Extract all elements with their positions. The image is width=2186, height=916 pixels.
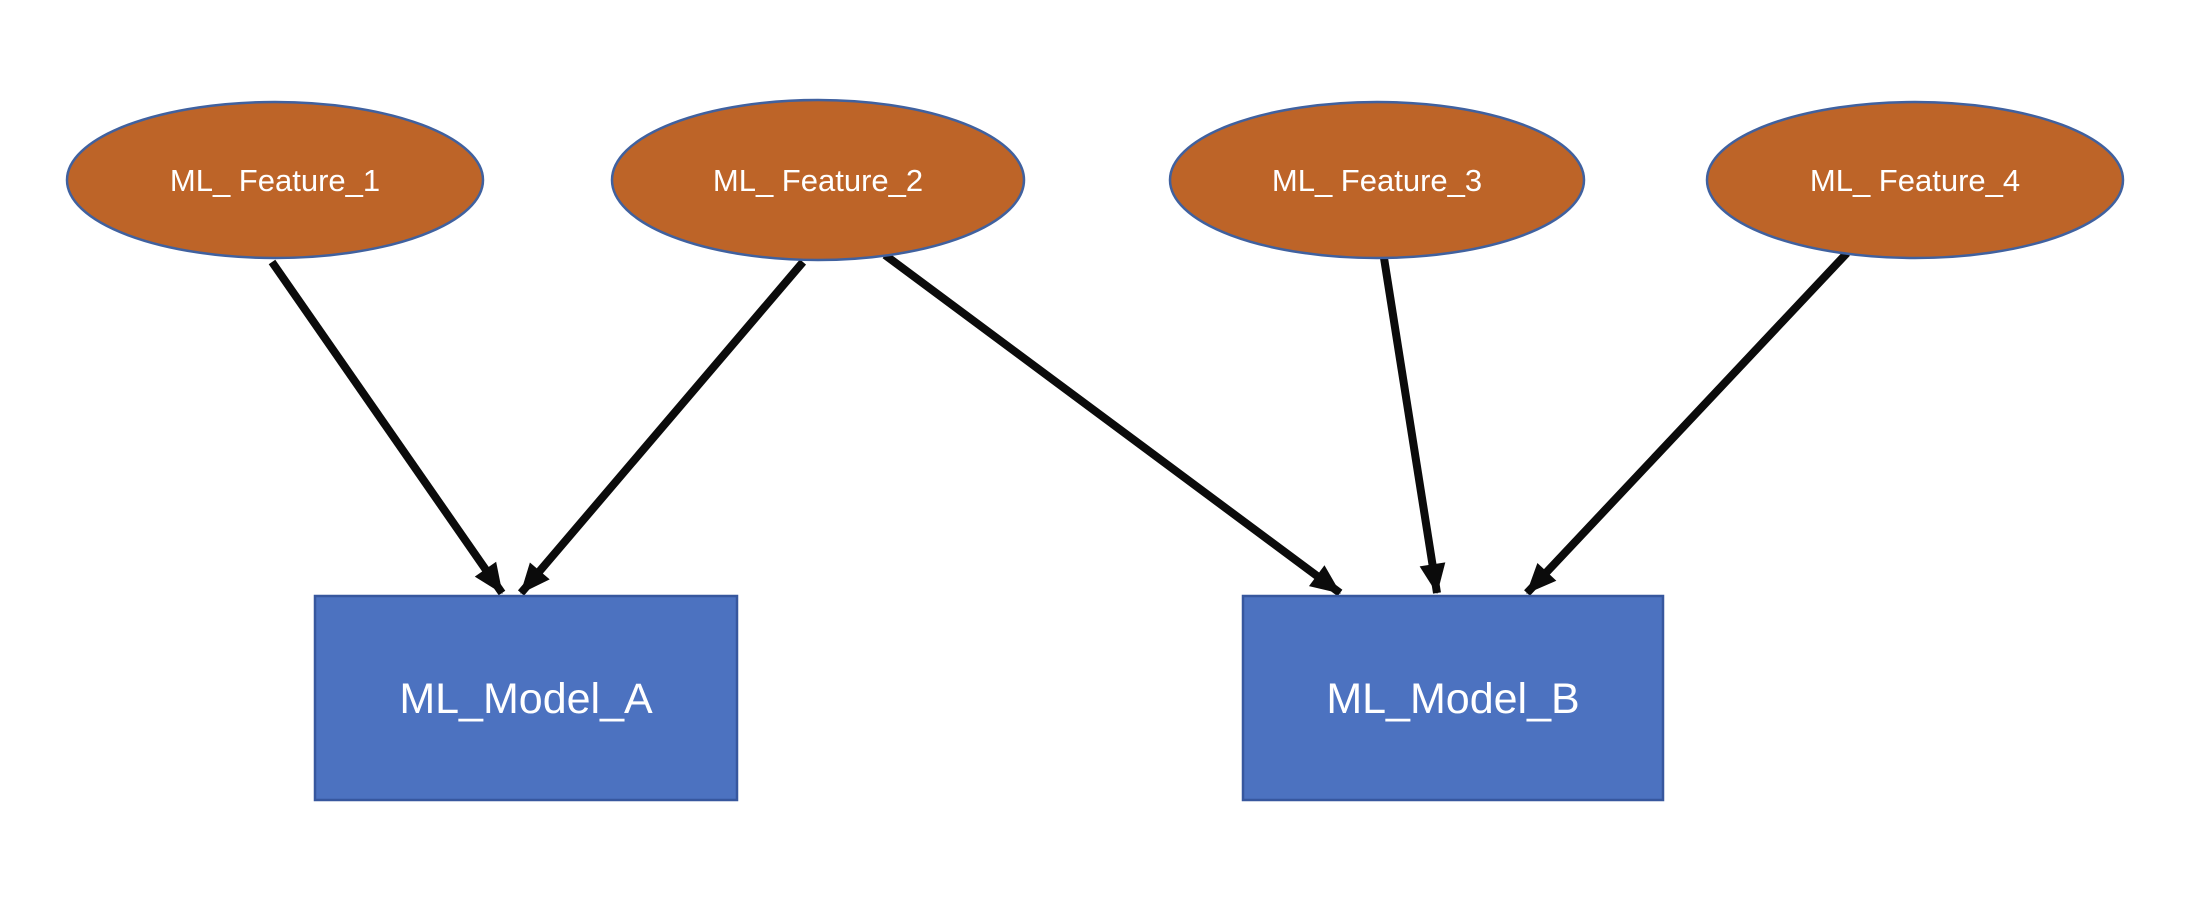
feature-1-label: ML_ Feature_1 [170, 163, 380, 198]
feature-4-ellipse [1705, 100, 2125, 260]
feature-2-ellipse [610, 98, 1026, 262]
edge-feature-2-to-model-a [517, 259, 807, 596]
edge-feature-3-to-model-b [1380, 257, 1446, 594]
node-model-b: ML_Model_B [1241, 594, 1665, 802]
feature-1-ellipse [65, 100, 485, 260]
node-feature-2: ML_ Feature_2 [610, 98, 1026, 262]
feature-4-label: ML_ Feature_4 [1810, 163, 2020, 198]
edge-feature-1-to-model-a [268, 259, 506, 596]
edges-layer [268, 250, 1850, 597]
node-feature-1: ML_ Feature_1 [65, 100, 485, 260]
model-a-label: ML_Model_A [399, 675, 653, 723]
edge-feature-2-to-model-b [882, 251, 1343, 597]
feature-3-label: ML_ Feature_3 [1272, 163, 1482, 198]
feature-2-label: ML_ Feature_2 [713, 163, 923, 198]
node-model-a: ML_Model_A [313, 594, 739, 802]
model-b-rect [1241, 594, 1665, 802]
model-a-rect [313, 594, 739, 802]
feature-3-ellipse [1168, 100, 1586, 260]
edge-feature-4-to-model-b [1524, 250, 1850, 596]
model-b-label: ML_Model_B [1326, 675, 1579, 723]
node-feature-3: ML_ Feature_3 [1168, 100, 1586, 260]
node-feature-4: ML_ Feature_4 [1705, 100, 2125, 260]
